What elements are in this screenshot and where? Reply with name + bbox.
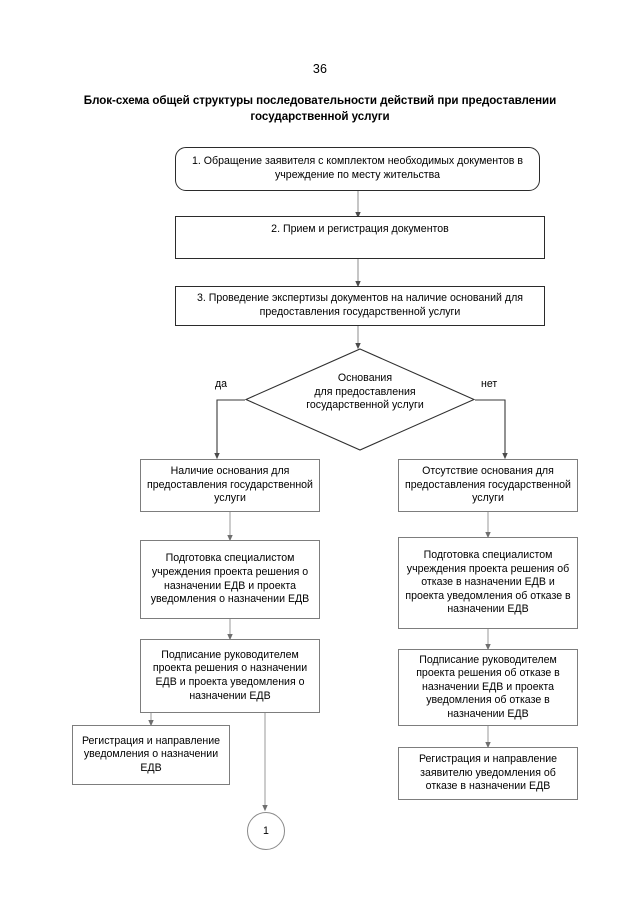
flow-node-left4-label: Регистрация и направление уведомления о … [81,734,221,774]
flow-node-right4-label: Регистрация и направление заявителю увед… [418,753,558,793]
flow-node-left1[interactable]: Наличие основания для предоставления гос… [140,459,320,512]
flow-node-right1[interactable]: Отсутствие основания для предоставления … [398,459,578,512]
branch-label-yes: да [215,378,228,390]
flow-node-right3-label: Подписание руководителем проекта решения… [416,653,560,720]
flow-node-decision[interactable]: Основания для предоставления государстве… [245,348,475,451]
flow-node-connector-circle[interactable]: 1 [247,812,285,850]
page-title: Блок-схема общей структуры последователь… [83,94,557,123]
flow-node-step1[interactable]: 1. Обращение заявителя с комплектом необ… [175,147,540,191]
flow-node-step3[interactable]: 3. Проведение экспертизы документов на н… [175,286,545,326]
flow-node-right1-label: Отсутствие основания для предоставления … [405,465,571,505]
flow-node-step2-label: 2. Прием и регистрация документов [271,223,449,235]
flow-node-step1-label: 1. Обращение заявителя с комплектом необ… [192,155,523,181]
flow-node-step3-label: 3. Проведение экспертизы документов на н… [196,292,524,318]
flow-node-left1-label: Наличие основания для предоставления гос… [147,465,313,505]
flow-node-left3[interactable]: Подписание руководителем проекта решения… [140,639,320,713]
flow-node-right2[interactable]: Подготовка специалистом учреждения проек… [398,537,578,629]
flow-node-right3[interactable]: Подписание руководителем проекта решения… [398,649,578,726]
page-number: 36 [312,62,328,76]
flow-node-right2-label: Подготовка специалистом учреждения проек… [405,549,571,616]
flow-node-decision-label: Основания для предоставления государстве… [306,372,424,412]
flow-node-left3-label: Подписание руководителем проекта решения… [152,648,308,702]
flow-node-left4[interactable]: Регистрация и направление уведомления о … [72,725,230,785]
flow-node-right4[interactable]: Регистрация и направление заявителю увед… [398,747,578,800]
flow-node-step2[interactable]: 2. Прием и регистрация документов [175,216,545,259]
flow-node-left2[interactable]: Подготовка специалистом учреждения проек… [140,540,320,619]
branch-label-no: нет [481,378,498,390]
flow-node-connector-label: 1 [263,825,269,837]
flow-node-left2-label: Подготовка специалистом учреждения проек… [150,552,310,606]
